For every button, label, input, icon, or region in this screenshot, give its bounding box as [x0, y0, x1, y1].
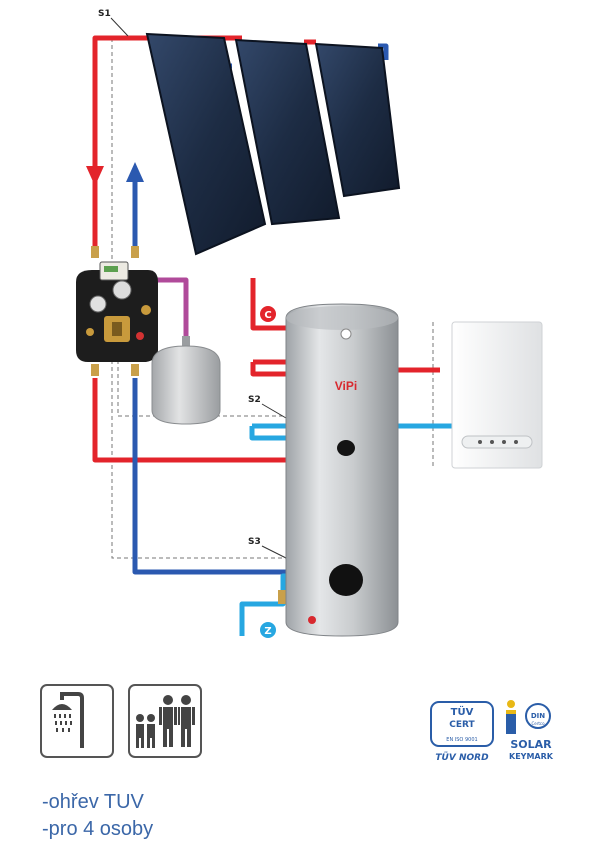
- tuv-badge-top: TÜV: [451, 704, 474, 718]
- family-icon: [136, 695, 195, 748]
- keymark-logo-icon: [506, 700, 551, 734]
- solar-panel: [234, 38, 341, 226]
- valve: [91, 246, 99, 258]
- tuv-badge-icon: [430, 701, 494, 747]
- feature-caption-persons: -pro 4 osoby: [42, 818, 154, 840]
- pump-station-pipes: [92, 277, 288, 575]
- feature-caption-heating: -ohřev TUV: [42, 791, 144, 813]
- hot-water-tank: ViPi: [285, 303, 399, 637]
- cold-water-port-label: Z: [264, 626, 271, 637]
- solar-label: SOLAR: [510, 738, 552, 751]
- pump-station: [76, 261, 158, 362]
- gas-boiler: [451, 321, 543, 469]
- sensor-label-s3: S3: [248, 537, 261, 547]
- flow-arrow-down-icon: [86, 166, 104, 186]
- din-label: DIN: [531, 712, 545, 720]
- flow-arrow-up-icon: [126, 162, 144, 182]
- circulation-port-icon: [260, 306, 276, 322]
- shower-feature-box: [40, 684, 114, 758]
- solar-system-diagram: S1 C Z S2 S3: [76, 9, 543, 638]
- valve: [91, 364, 99, 376]
- shower-icon: [52, 692, 84, 748]
- tuv-nord-label: TÜV NORD: [435, 752, 489, 763]
- tuv-nord-certification: TÜV CERT EN ISO 9001 TÜV NORD: [427, 700, 497, 764]
- solar-panel: [314, 42, 401, 198]
- sensor-wires: [111, 38, 434, 559]
- expansion-vessel: [151, 336, 221, 425]
- sensor-label-s1: S1: [98, 9, 111, 19]
- valve: [278, 590, 288, 604]
- solar-keymark-certification: DIN Certco SOLAR KEYMARK: [500, 696, 562, 764]
- tuv-badge-iso: EN ISO 9001: [446, 737, 477, 743]
- tuv-badge-cert: CERT: [449, 720, 475, 730]
- solar-collectors: [145, 32, 401, 256]
- valve: [131, 246, 139, 258]
- solar-panel: [145, 32, 267, 256]
- circulation-port-label: C: [264, 310, 271, 321]
- tank-brand: ViPi: [335, 379, 357, 393]
- valve: [131, 364, 139, 376]
- sensor-label-s2: S2: [248, 395, 261, 405]
- cold-water-port-icon: [260, 622, 276, 638]
- keymark-label: KEYMARK: [509, 752, 554, 761]
- family-feature-box: [128, 684, 202, 758]
- certco-label: Certco: [531, 721, 545, 726]
